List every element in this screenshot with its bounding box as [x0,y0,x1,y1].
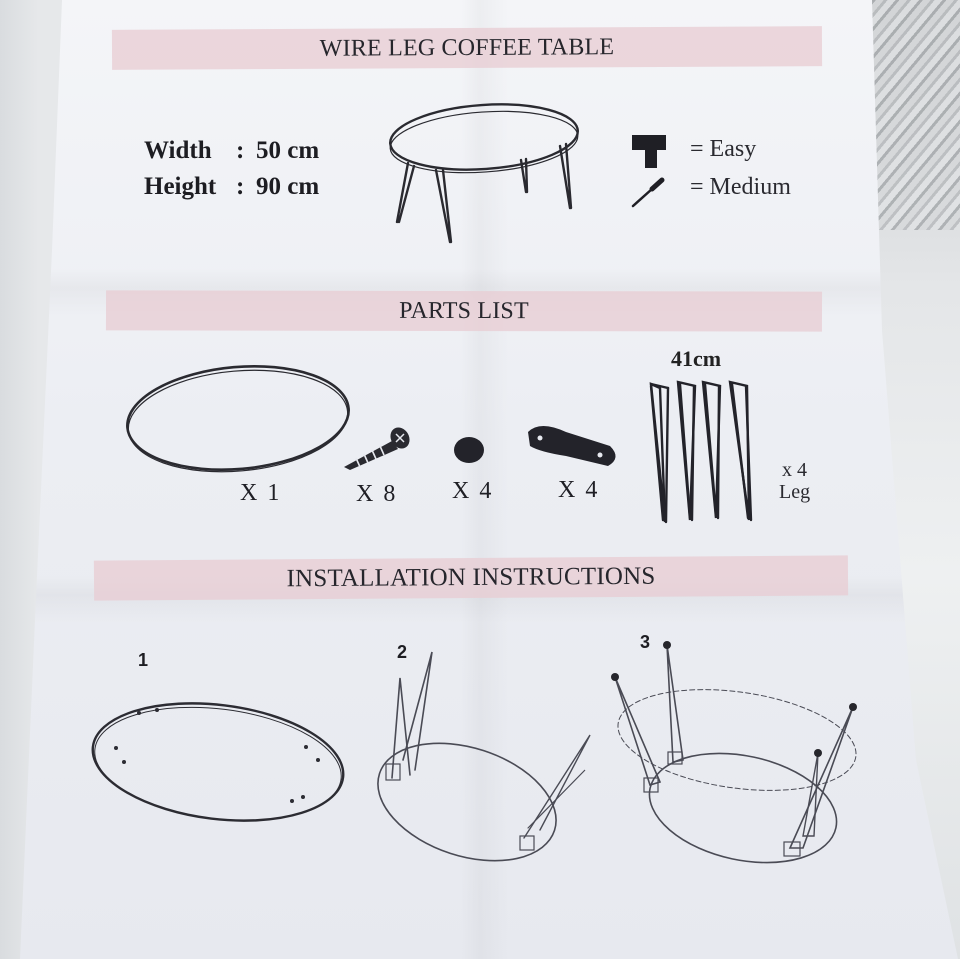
drill-icon [632,135,666,168]
background-curtain [872,0,960,230]
screw-qty: X 8 [356,481,398,507]
spec-separator: : [236,137,245,164]
step-2-illustration [377,651,591,862]
spec-separator: : [236,173,245,200]
step-3-illustration [611,641,857,864]
legend-medium: = Medium [690,174,791,200]
spec-height: Height:90 cm [144,173,319,201]
leg-icon [649,380,753,524]
spec-label: Width [144,137,212,164]
step-1-number: 1 [138,650,149,670]
screw-icon [344,427,410,470]
tabletop-qty: X 1 [240,480,282,506]
step-3-number: 3 [640,632,651,652]
spec-label: Height [144,173,217,200]
spec-width: Width:50 cm [144,137,319,165]
spec-value: 90 cm [256,173,320,200]
legend-easy: = Easy [690,136,757,162]
leg-qty: x 4 [782,459,808,481]
leg-qty-block: x 4 Leg [779,459,810,503]
mounting-bracket-icon [528,426,616,466]
screwdriver-icon [631,177,665,208]
tabletop-icon [126,364,350,473]
foot-cap-qty: X 4 [452,478,494,504]
step-2-number: 2 [397,642,408,662]
step-1-illustration [91,702,345,822]
leg-length: 41cm [671,346,722,371]
leg-name: Leg [779,481,811,503]
bracket-qty: X 4 [558,477,600,503]
coffee-table-illustration [389,103,579,244]
spec-value: 50 cm [256,137,320,164]
foot-cap-icon [454,437,484,463]
